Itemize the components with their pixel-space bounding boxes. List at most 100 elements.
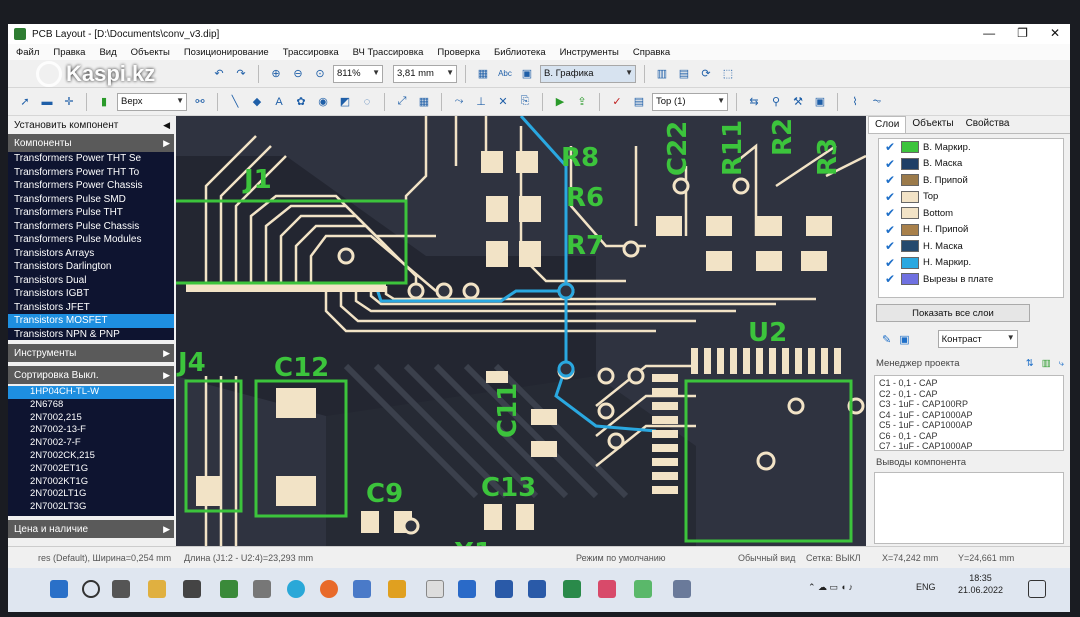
part-item[interactable]: 1HP04CH-TL-W [8, 386, 174, 399]
layer-color-swatch[interactable] [901, 174, 919, 187]
part-item[interactable]: 2N6768 [30, 398, 64, 410]
minimize-icon[interactable]: — [983, 26, 996, 40]
firefox-icon[interactable] [320, 580, 338, 598]
component-item[interactable]: Transformers Power THT To [14, 166, 140, 178]
layer-color-swatch[interactable] [901, 157, 919, 170]
menu-item-9[interactable]: Инструменты [559, 46, 619, 58]
excel-icon[interactable] [563, 580, 581, 598]
tree-icon[interactable]: ▥ [1041, 358, 1051, 369]
pcb-drawing[interactable]: J1 R8 R6 R7 C22 R11 R2 R3 U2 C12 C11 C9 … [176, 116, 866, 546]
zoom-combo[interactable]: 811%▼ [333, 64, 383, 83]
menu-item-10[interactable]: Справка [632, 46, 671, 58]
layers-icon[interactable]: ▦ [477, 68, 489, 80]
cross-route-icon[interactable]: ✕ [498, 96, 508, 108]
project-item[interactable]: C6 - 0,1 - CAP [879, 430, 938, 441]
part-icon[interactable]: ▮ [100, 96, 108, 108]
project-item[interactable]: C4 - 1uF - CAP1000AP [879, 409, 973, 420]
contrast-combo[interactable]: Контраст▼ [937, 330, 1018, 348]
edit-icon[interactable]: ▣ [899, 333, 910, 346]
align-icon[interactable]: ▤ [678, 68, 690, 80]
part-item[interactable]: 2N7002-13-F [30, 424, 86, 436]
undo-icon[interactable]: ↶ [214, 68, 224, 80]
signal-icon[interactable]: ⌇ [852, 96, 858, 108]
polygon-icon[interactable]: ◩ [339, 96, 351, 108]
sort-icon[interactable]: ⇅ [1025, 358, 1034, 369]
tools-icon[interactable]: ⚒ [793, 96, 803, 108]
visibility-check-icon[interactable]: ✔ [885, 140, 896, 155]
zoom-fit-icon[interactable]: ⊙ [315, 68, 325, 80]
tab-1[interactable]: Объекты [912, 118, 954, 129]
project-item[interactable]: C3 - 1uF - CAP100RP [879, 399, 969, 409]
project-item[interactable]: C5 - 1uF - CAP1000AP [879, 420, 973, 430]
grid-icon[interactable]: ▦ [418, 96, 430, 108]
project-item[interactable]: C2 - 0,1 - CAP [879, 388, 938, 399]
app-icon-8[interactable] [598, 580, 616, 598]
app-icon-1[interactable] [183, 580, 201, 598]
arc-icon[interactable]: ◌ [363, 95, 371, 108]
price-header[interactable]: Цена и наличие▶ [8, 520, 174, 538]
check-icon[interactable]: ✓ [612, 96, 622, 108]
app-icon-4[interactable] [388, 580, 406, 598]
pad-icon[interactable]: ✿ [296, 96, 306, 108]
text-icon[interactable]: A [275, 95, 283, 108]
layer-row[interactable]: ✔В. Припой [879, 172, 1063, 189]
link-icon[interactable]: ⤷ [1058, 358, 1064, 369]
menu-item-3[interactable]: Объекты [130, 46, 170, 58]
part-item[interactable]: 2N7002-7-F [30, 437, 81, 449]
pin-icon[interactable]: ✎ [882, 333, 892, 346]
view-combo[interactable]: В. Графика▼ [540, 64, 636, 83]
explorer-icon[interactable] [148, 580, 166, 598]
layer-row[interactable]: ✔Н. Маркир. [879, 255, 1063, 272]
layer-color-swatch[interactable] [901, 256, 919, 269]
visibility-check-icon[interactable]: ✔ [885, 222, 896, 237]
component-item[interactable]: Transistors IGBT [14, 288, 90, 299]
word-icon[interactable] [528, 580, 546, 598]
component-item[interactable]: Transformers Pulse THT [14, 207, 123, 218]
part-item[interactable]: 2N7002ET1G [30, 462, 89, 474]
maximize-icon[interactable]: ❐ [1017, 26, 1028, 40]
components-header[interactable]: Компоненты▶ [8, 134, 174, 152]
project-item[interactable]: C1 - 0,1 - CAP [879, 378, 938, 388]
copy-icon[interactable]: ⎘ [520, 95, 530, 107]
crosshair-icon[interactable]: ✛ [64, 96, 74, 108]
part-item[interactable]: 2N7002,215 [30, 411, 82, 423]
tray-icons[interactable]: ⌃ ☁ ▭ ◖ ♪ [808, 582, 853, 592]
component-item[interactable]: Transistors JFET [14, 301, 90, 313]
layer-row[interactable]: ✔Н. Маска [879, 238, 1063, 255]
graph-icon[interactable]: ⏦ [872, 95, 882, 107]
component-item[interactable]: Transistors MOSFET [8, 314, 174, 328]
edge-icon[interactable] [287, 580, 305, 598]
layer-color-swatch[interactable] [901, 141, 919, 154]
pcb-canvas[interactable]: J1 R8 R6 R7 C22 R11 R2 R3 U2 C12 C11 C9 … [176, 116, 866, 546]
point-icon[interactable]: ◆ [252, 96, 262, 108]
install-component-header[interactable]: Установить компонент◀ [14, 119, 170, 131]
close-icon[interactable]: ✕ [1049, 26, 1060, 40]
abc-icon[interactable]: Abc [498, 69, 512, 78]
layer-row[interactable]: ✔В. Маска [879, 156, 1063, 173]
app-icon-7[interactable] [495, 580, 513, 598]
via-icon[interactable]: ◉ [318, 96, 328, 108]
task-view-icon[interactable] [112, 580, 130, 598]
layer-color-swatch[interactable] [901, 223, 919, 236]
export-icon[interactable]: ⬚ [722, 68, 734, 80]
menu-item-7[interactable]: Проверка [437, 46, 480, 58]
select-icon[interactable]: ▬ [41, 95, 53, 108]
grid-combo[interactable]: 3,81 mm▼ [393, 64, 457, 83]
app-icon-6[interactable] [458, 580, 476, 598]
visibility-check-icon[interactable]: ✔ [885, 272, 896, 287]
rotate-icon[interactable]: ⟳ [701, 68, 711, 80]
component-item[interactable]: Transformers Pulse Modules [14, 234, 142, 245]
app-icon-2[interactable] [220, 580, 238, 598]
binoculars-icon[interactable]: ⚯ [195, 96, 205, 108]
route-icon[interactable]: ⤳ [454, 95, 464, 107]
menu-item-4[interactable]: Позиционирование [183, 46, 269, 58]
visibility-check-icon[interactable]: ✔ [885, 239, 896, 254]
component-icon[interactable]: ▥ [656, 68, 668, 80]
search-icon[interactable] [82, 580, 100, 598]
menu-item-8[interactable]: Библиотека [493, 46, 546, 58]
start-icon[interactable] [50, 580, 68, 598]
measure-icon[interactable]: ⤢ [397, 95, 407, 107]
component-item[interactable]: Transistors Darlington [14, 261, 112, 272]
layer-row[interactable]: ✔Н. Припой [879, 222, 1063, 239]
component-item[interactable]: Transistors Arrays [14, 247, 95, 259]
